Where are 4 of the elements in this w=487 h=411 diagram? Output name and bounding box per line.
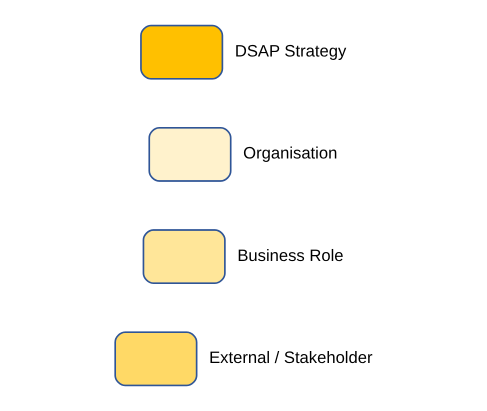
- legend-label: Organisation: [242, 144, 337, 163]
- legend-label: External / Stakeholder: [208, 348, 372, 367]
- legend-label: DSAP Strategy: [234, 41, 346, 60]
- legend-label: Business Role: [236, 246, 344, 265]
